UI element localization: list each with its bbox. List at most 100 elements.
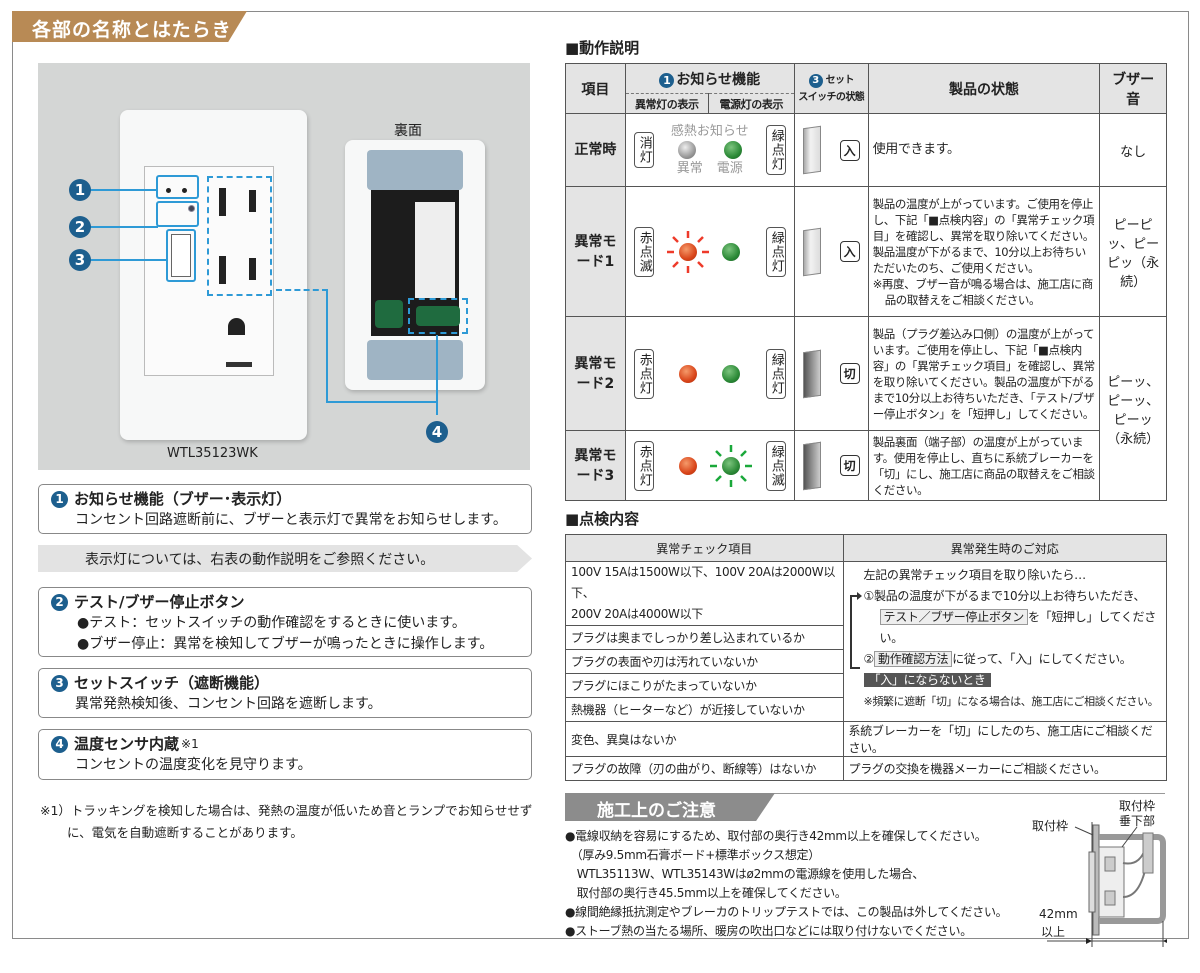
- header-switch: 3 セットスイッチの状態: [793, 63, 869, 114]
- row-label: 異常モード3: [565, 430, 626, 501]
- feature-text: ●ブザー停止：異常を検知してブザーが鳴ったときに操作します。: [77, 636, 494, 652]
- switch-state: 切: [839, 363, 860, 384]
- caution-line: ●線間絶縁抵抗測定やブレーカのトリップテストでは、この製品は外してください。: [565, 905, 1008, 919]
- number-4-icon: 4: [51, 736, 68, 753]
- abnormal-lamp-status: 赤点灯: [633, 440, 654, 491]
- back-plate: [345, 140, 485, 390]
- power-led-on-icon: [722, 364, 741, 383]
- footnote-line: ※1）トラッキングを検知した場合は、発熱の温度が低いため音とランプでお知らせせず: [40, 803, 533, 818]
- check-item: プラグの故障（刃の曲がり、断線等）はないか: [565, 756, 844, 781]
- depth-label: 42mm: [1039, 907, 1078, 921]
- switch-state: 入: [839, 139, 860, 161]
- check-item-line: 100V 15Aは1500W以下、100V 20Aは2000W以下、: [571, 565, 836, 600]
- lamp-cell: 赤点灯 緑点灯: [624, 316, 795, 431]
- step-2-number: ②: [863, 652, 875, 666]
- wall-box-diagram: [1047, 822, 1167, 947]
- feature-text: 異常発熱検知後、コンセント回路を遮断します。: [75, 696, 382, 712]
- table-row-normal: 正常時 消灯 感熱お知らせ 異常電源 緑点灯 入 使用できます。 なし: [565, 113, 1167, 187]
- abnormal-lamp-status: 消灯: [633, 132, 654, 168]
- feature-title: テスト/ブザー停止ボタン: [74, 593, 245, 611]
- header-state: 製品の状態: [867, 63, 1101, 114]
- feature-text: コンセントの温度変化を見守ります。: [75, 757, 312, 773]
- check-item: 変色、異臭はないか: [565, 721, 844, 757]
- check-heading: ■点検内容: [565, 510, 640, 528]
- response-discolor: 系統ブレーカーを「切」にしたのち、施工店にご相談ください。: [842, 721, 1168, 757]
- feature-title: お知らせ機能（ブザー･表示灯）: [74, 490, 292, 508]
- abnormal-caption: 異常: [676, 161, 703, 176]
- number-3-icon: 3: [51, 675, 68, 692]
- marker-2: 2: [69, 216, 91, 238]
- switch-cell: 切: [793, 316, 869, 431]
- feature-title: 温度センサ内蔵: [74, 735, 180, 753]
- marker-4: 4: [426, 421, 448, 443]
- divider: [565, 793, 1165, 794]
- state-note: ※再度、ブザー音が鳴る場合は、施工店に商品の取替えをご相談ください。: [872, 276, 1094, 307]
- feature-footnote-ref: ※1: [181, 737, 199, 751]
- footnote: ※1）トラッキングを検知した場合は、発熱の温度が低いため音とランプでお知らせせず…: [40, 800, 555, 844]
- release-slot: [226, 362, 252, 367]
- frame-tab-label: 取付枠: [1119, 799, 1156, 813]
- back-label: 裏面: [394, 123, 422, 139]
- power-led-blinking-icon: [710, 444, 753, 487]
- power-led-on-icon: [722, 242, 741, 261]
- caution-line: ●電線収納を容易にするため、取付部の奥行き42mm以上を確保してください。: [565, 829, 987, 843]
- temperature-sensor-terminal: [408, 298, 468, 334]
- abnormal-led-blinking-icon: [667, 230, 710, 273]
- buzzer-sound: なし: [1099, 113, 1167, 187]
- check-item: プラグは奥までしっかり差し込まれているか: [565, 625, 844, 650]
- switch-on-icon: [802, 227, 821, 276]
- fail-tag: 「入」にならないとき: [863, 673, 991, 687]
- state-text: 製品の温度が上がっています。ご使用を停止し、下記「■点検内容」の「異常チェック項…: [872, 196, 1095, 275]
- header-notice-label: お知らせ機能: [676, 71, 761, 88]
- marker-1: 1: [69, 179, 91, 201]
- switch-state: 入: [839, 241, 860, 262]
- switch-cell: 切: [793, 430, 869, 501]
- abnormal-led-on-icon: [679, 456, 698, 475]
- caution-line: ●ストーブ熱の当たる場所、暖房の吹出口などには取り付けないでください。: [565, 924, 972, 938]
- number-2-icon: 2: [51, 594, 68, 611]
- response-plug-fault: プラグの交換を機器メーカーにご相談ください。: [842, 756, 1168, 781]
- test-buzzer-stop-button: [156, 201, 199, 227]
- outlet-sockets: [207, 176, 272, 296]
- frame-label: 取付枠: [1032, 819, 1069, 833]
- model-label: WTL35123WK: [167, 446, 258, 461]
- set-switch: [166, 229, 196, 282]
- response-cell: 左記の異常チェック項目を取り除いたら… ①製品の温度が下がるまで10分以上お待ち…: [842, 561, 1168, 722]
- action-heading: ■動作説明: [565, 39, 640, 57]
- power-caption: 電源: [716, 161, 743, 176]
- abnormal-led-on-icon: [679, 364, 698, 383]
- power-lamp-status: 緑点滅: [765, 440, 786, 491]
- header-response: 異常発生時のご対応: [842, 534, 1168, 562]
- response-intro: 左記の異常チェック項目を取り除いたら…: [863, 568, 1087, 582]
- check-item: プラグの表面や刃は汚れていないか: [565, 649, 844, 674]
- buzzer-sound: ピーピッ、ピーピッ（永続）: [1099, 186, 1167, 317]
- power-led-on-icon: [723, 141, 742, 159]
- row-label: 異常モード2: [565, 316, 626, 431]
- header-buzzer: ブザー音: [1099, 63, 1167, 114]
- ground-socket: [228, 318, 245, 335]
- caution-section: 施工上のご注意 ●電線収納を容易にするため、取付部の奥行き42mm以上を確保して…: [565, 793, 1167, 973]
- depth-label-2: 以上: [1041, 925, 1066, 939]
- product-state: 製品（プラグ差込み口側）の温度が上がっています。ご使用を停止し、下記「■点検内容…: [867, 316, 1101, 431]
- check-item: 100V 15Aは1500W以下、100V 20Aは2000W以下、200V 2…: [565, 561, 844, 626]
- switch-on-icon: [802, 125, 821, 175]
- lamp-cell: 赤点滅 緑点灯: [624, 186, 795, 317]
- header-switch-top: セット: [825, 74, 855, 86]
- section-title: 各部の名称とはたらき: [12, 11, 247, 42]
- product-state: 製品の温度が上がっています。ご使用を停止し、下記「■点検内容」の「異常チェック項…: [867, 186, 1101, 317]
- power-lamp-status: 緑点灯: [765, 226, 786, 277]
- installation-diagram: 取付枠 取付枠 垂下部 42mm 以上: [1027, 797, 1167, 947]
- check-item: プラグにほこりがたまっていないか: [565, 673, 844, 698]
- switch-off-icon: [802, 441, 821, 490]
- number-1-icon: 1: [659, 72, 675, 88]
- row-label: 異常モード1: [565, 186, 626, 317]
- indicator-note: 表示灯については、右表の動作説明をご参照ください。: [38, 545, 532, 572]
- header-item: 項目: [565, 63, 626, 114]
- test-button-ref: テスト／ブザー停止ボタン: [879, 609, 1028, 625]
- abnormal-lamp-status: 赤点灯: [633, 348, 654, 399]
- notice-indicator: [156, 175, 199, 199]
